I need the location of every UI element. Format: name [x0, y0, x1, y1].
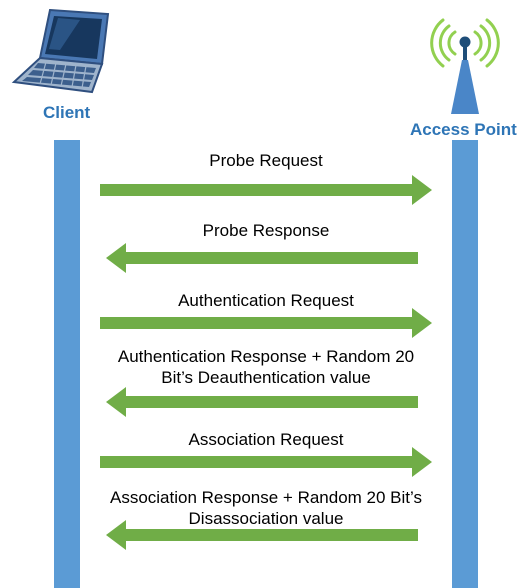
- message-label-line: Disassociation value: [188, 509, 344, 528]
- client-label: Client: [43, 103, 91, 122]
- access-point-lifeline: [452, 140, 478, 588]
- message-label-line: Authentication Response + Random 20: [117, 347, 415, 366]
- message-label-line: Authentication Request: [178, 291, 354, 310]
- message-label-line: Bit’s Deauthentication value: [161, 368, 371, 387]
- message-label: Authentication Request: [40, 290, 492, 311]
- message-label-line: Association Request: [188, 430, 344, 449]
- message-label-line: Probe Response: [202, 221, 330, 240]
- access-point-label: Access Point: [410, 120, 517, 139]
- laptop-icon: [11, 8, 110, 94]
- arrow-left: [106, 243, 418, 273]
- message-label-line: Association Response + Random 20 Bit’s: [109, 488, 422, 507]
- message-label: Association Response + Random 20 Bit’s D…: [40, 487, 492, 529]
- arrow-right: [100, 175, 432, 205]
- arrow-right: [100, 308, 432, 338]
- arrow-left: [106, 520, 418, 550]
- message-label: Probe Request: [40, 150, 492, 171]
- arrow-right: [100, 447, 432, 477]
- arrow-left: [106, 387, 418, 417]
- message-label: Association Request: [40, 429, 492, 450]
- wireless-antenna-icon: [430, 18, 500, 114]
- message-label: Authentication Response + Random 20 Bit’…: [40, 346, 492, 388]
- client-lifeline: [54, 140, 80, 588]
- message-label-line: Probe Request: [209, 151, 323, 170]
- message-label: Probe Response: [40, 220, 492, 241]
